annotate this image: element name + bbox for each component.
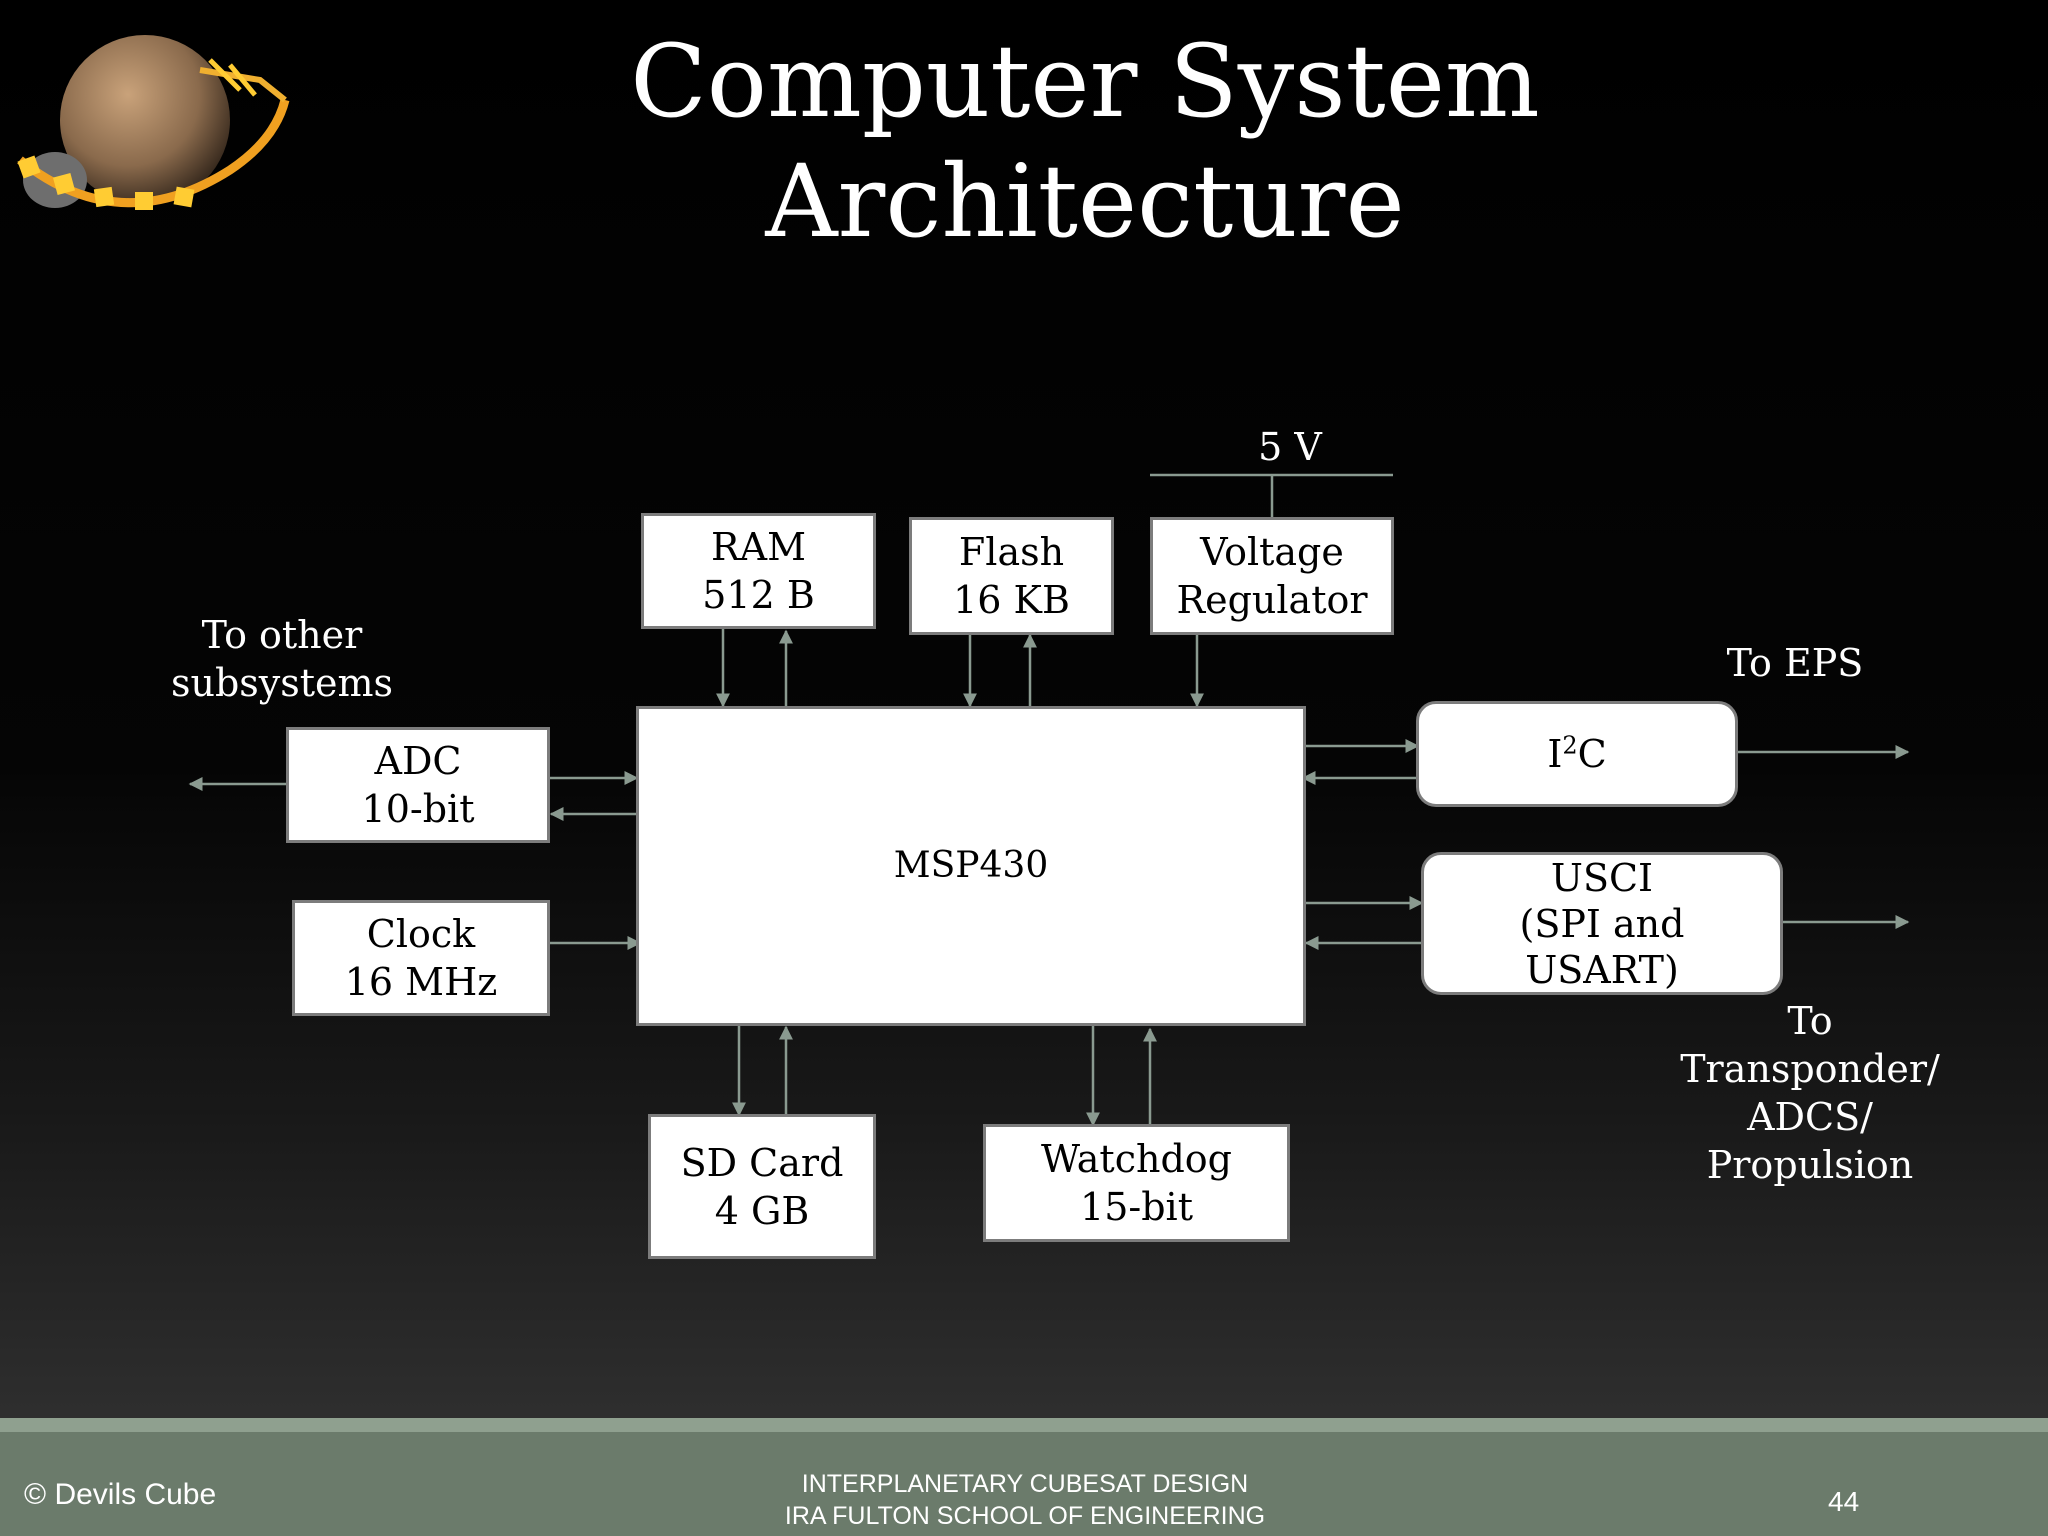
to-transponder-label: To Transponder/ ADCS/ Propulsion — [1680, 999, 1940, 1187]
i2c-label: I2C — [1547, 731, 1607, 776]
ram-block: RAM 512 B — [641, 513, 876, 629]
slide-title: Computer System Architecture — [380, 22, 1790, 262]
watchdog-label: Watchdog — [1041, 1137, 1232, 1181]
watchdog-width: 15-bit — [1080, 1185, 1193, 1229]
clock-label: Clock — [366, 912, 476, 956]
clock-block: Clock 16 MHz — [292, 900, 550, 1016]
usci-detail-1: (SPI and — [1519, 901, 1685, 946]
ram-size: 512 B — [702, 573, 815, 617]
regulator-label-1: Voltage — [1200, 530, 1344, 574]
mission-logo — [17, 35, 290, 210]
clock-frequency: 16 MHz — [344, 960, 498, 1004]
flash-block: Flash 16 KB — [909, 517, 1114, 635]
usci-block: USCI (SPI and USART) — [1421, 852, 1783, 995]
msp430-block: MSP430 — [636, 706, 1306, 1026]
sd-card-label: SD Card — [680, 1140, 844, 1185]
voltage-regulator-block: Voltage Regulator — [1150, 517, 1394, 635]
slide-footer: © Devils Cube INTERPLANETARY CUBESAT DES… — [0, 1418, 2048, 1536]
cpu-label: MSP430 — [893, 845, 1049, 886]
flash-label: Flash — [958, 530, 1065, 574]
course-title: INTERPLANETARY CUBESAT DESIGN — [801, 1470, 1249, 1498]
planet-icon — [60, 35, 230, 205]
i2c-block: I2C — [1416, 701, 1738, 807]
usci-label: USCI — [1550, 855, 1654, 900]
regulator-label-2: Regulator — [1176, 578, 1368, 622]
ram-label: RAM — [711, 525, 806, 569]
title-line-1: Computer System — [630, 23, 1540, 140]
page-number: 44 — [1828, 1486, 1860, 1517]
copyright-text: © Devils Cube — [24, 1478, 217, 1511]
adc-label: ADC — [374, 739, 462, 783]
sd-card-size: 4 GB — [714, 1188, 810, 1233]
adc-block: ADC 10-bit — [286, 727, 550, 843]
adc-resolution: 10-bit — [361, 787, 475, 831]
flash-size: 16 KB — [953, 578, 1070, 622]
supply-voltage-label: 5 V — [1258, 425, 1322, 469]
to-other-subsystems-label: To other subsystems — [170, 613, 394, 705]
sd-card-block: SD Card 4 GB — [648, 1114, 876, 1259]
title-line-2: Architecture — [765, 143, 1405, 260]
course-info: INTERPLANETARY CUBESAT DESIGN IRA FULTON… — [600, 1468, 1450, 1532]
usci-detail-2: USART) — [1525, 947, 1679, 992]
watchdog-block: Watchdog 15-bit — [983, 1124, 1290, 1242]
school-name: IRA FULTON SCHOOL OF ENGINEERING — [784, 1502, 1266, 1530]
to-eps-label: To EPS — [1726, 641, 1864, 685]
